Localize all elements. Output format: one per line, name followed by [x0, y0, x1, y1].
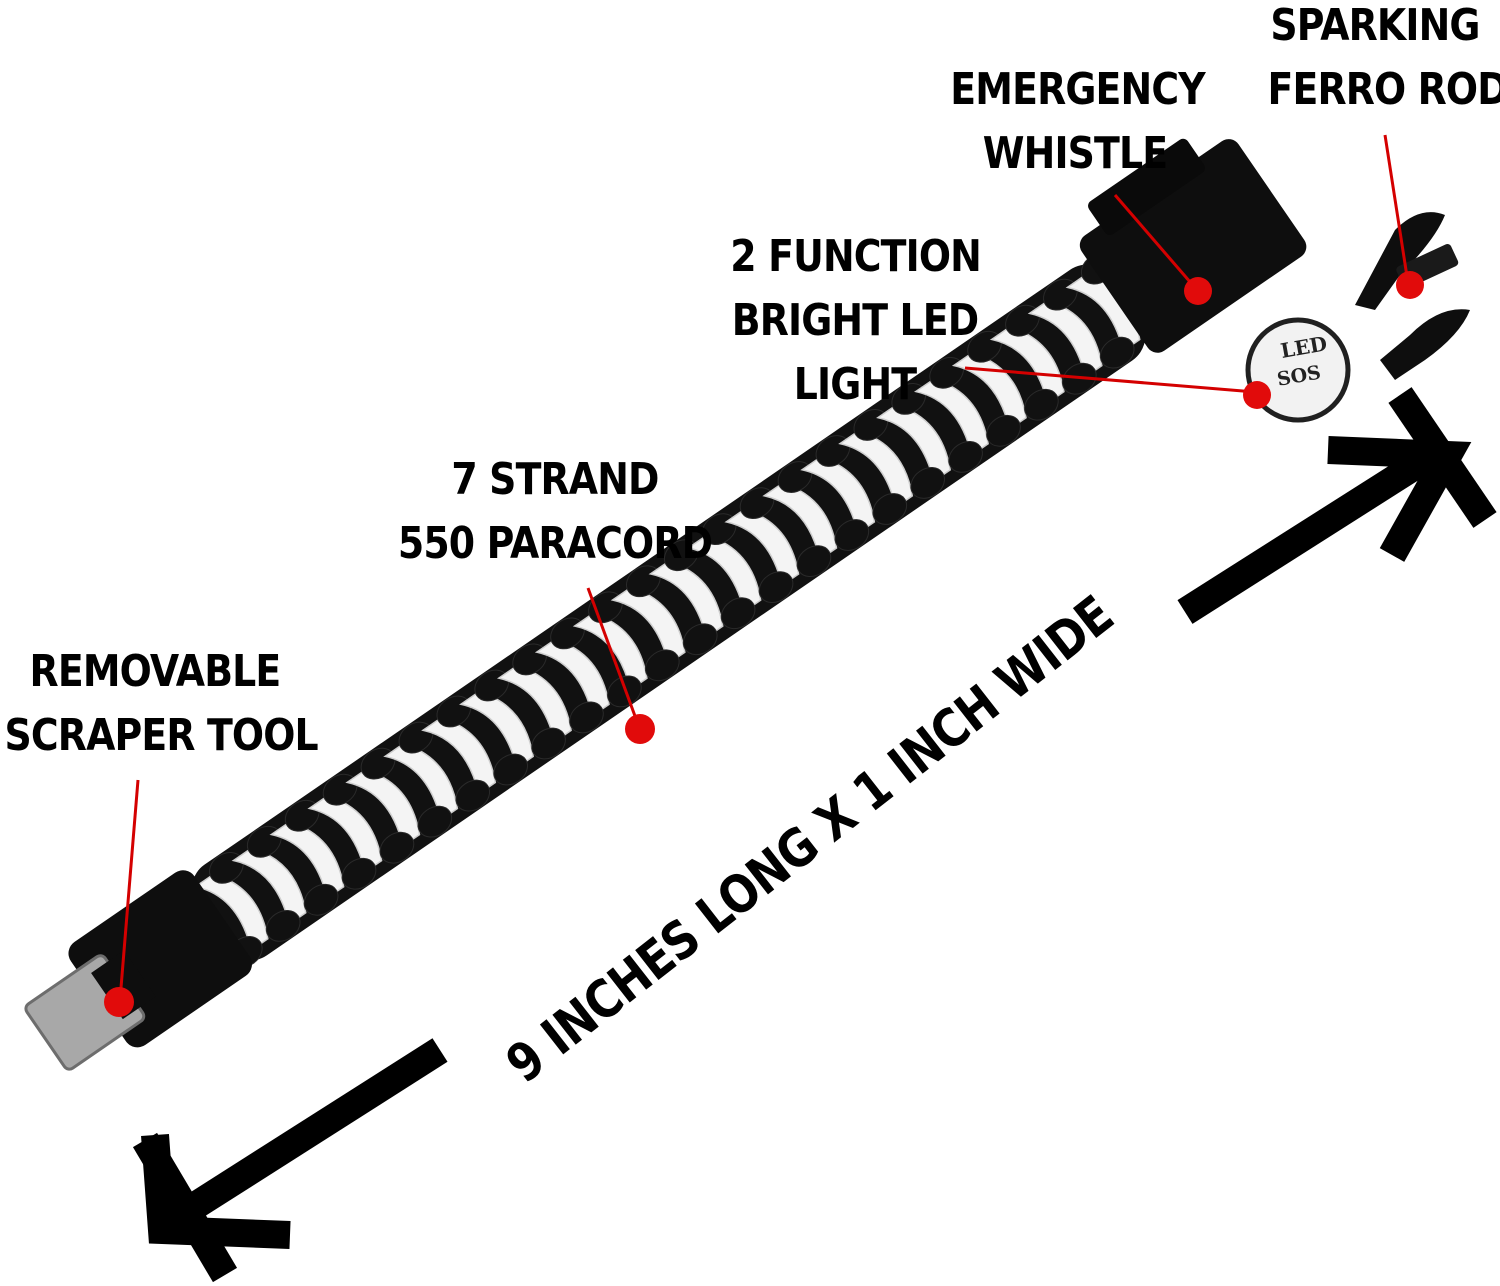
weave-white-strand	[496, 664, 572, 743]
weave-white-strand	[193, 873, 269, 952]
weave-white-strand	[913, 378, 989, 457]
label-led-light: 2 FUNCTION BRIGHT LED LIGHT	[730, 225, 982, 417]
leader-whistle	[1113, 194, 1199, 291]
weave-dark-knot	[986, 414, 1021, 447]
weave-dark-knot	[796, 545, 832, 577]
weave-dark-knot	[758, 571, 794, 604]
paracord-weave	[193, 252, 1141, 968]
label-line: LIGHT	[793, 359, 917, 410]
dot-ferro-rod	[1396, 271, 1424, 299]
weave-white-strand	[345, 769, 421, 848]
weave-white-strand	[383, 743, 459, 822]
buckle-right	[1079, 139, 1307, 353]
weave-white-strand	[686, 534, 762, 613]
leader-lines	[118, 134, 1410, 1001]
weave-dark-knot	[341, 857, 377, 890]
weave-dark-knot	[872, 493, 908, 525]
weave-dark-knot	[493, 753, 528, 786]
whistle-body	[1088, 138, 1205, 236]
label-line: 550 PARACORD	[397, 518, 713, 569]
weave-white-strand	[724, 508, 800, 587]
label-line: BRIGHT LED	[731, 295, 979, 346]
leader-scraper	[118, 779, 140, 1001]
weave-white-strand	[534, 638, 610, 717]
weave-dark-knot	[834, 519, 870, 551]
dimension-arrow-bottom-left	[132, 1038, 448, 1283]
weave-white-strand	[648, 560, 724, 639]
weave-dark-knot	[910, 467, 945, 499]
label-line: SPARKING	[1270, 0, 1480, 51]
weave-white-strand	[459, 690, 535, 770]
weave-white-strand	[876, 404, 952, 483]
label-paracord: 7 STRAND 550 PARACORD	[396, 448, 714, 576]
label-line: EMERGENCY	[950, 64, 1205, 115]
label-line: WHISTLE	[982, 128, 1168, 179]
bracelet: LED SOS	[24, 138, 1470, 1071]
weave-dark-knot	[644, 649, 680, 682]
weave-white-strand	[269, 821, 345, 900]
weave-dark-knot	[1099, 336, 1135, 369]
weave-dark-knot	[720, 597, 756, 630]
label-line: FERRO ROD	[1267, 64, 1500, 115]
weave-white-strand	[800, 456, 876, 535]
dot-scraper	[104, 987, 134, 1017]
dot-paracord	[625, 714, 655, 744]
weave-dark-knot	[265, 909, 301, 942]
weave-dark-knot	[948, 440, 983, 473]
led-module: LED SOS	[1245, 317, 1351, 423]
weave-white-strand	[421, 716, 497, 796]
weave-dark-knot	[303, 883, 339, 916]
weave-white-strand	[231, 847, 307, 926]
leader-led	[964, 366, 1256, 394]
weave-dark-knot	[1024, 388, 1059, 421]
dot-led	[1243, 381, 1271, 409]
label-sparking-ferro-rod: SPARKING FERRO ROD	[1267, 0, 1500, 122]
label-emergency-whistle: EMERGENCY WHISTLE	[950, 58, 1205, 186]
weave-white-strand	[951, 352, 1027, 431]
label-line: 2 FUNCTION	[730, 231, 982, 282]
scraper-slot	[91, 950, 156, 1020]
label-line: REMOVABLE	[29, 646, 282, 697]
weave-white-strand	[307, 795, 383, 874]
weave-white-strand	[762, 482, 838, 561]
weave-dark-knot	[531, 727, 566, 760]
weave-dark-knot	[417, 805, 453, 838]
weave-dark-knot	[569, 701, 604, 734]
label-scraper-tool: REMOVABLE SCRAPER TOOL	[4, 640, 319, 768]
leader-ferro-rod	[1383, 134, 1410, 284]
weave-white-strand	[1027, 300, 1103, 379]
weave-white-strand	[610, 586, 686, 665]
weave-white-strand	[572, 612, 648, 691]
callout-dots	[104, 271, 1424, 1017]
weave-white-strand	[989, 326, 1065, 405]
dimension-arrow-top-right	[1177, 387, 1497, 624]
weave-dark-knot	[682, 623, 718, 656]
weave-dark-knot	[379, 831, 415, 864]
dot-whistle	[1184, 277, 1212, 305]
label-line: SCRAPER TOOL	[4, 710, 319, 761]
label-line: 7 STRAND	[451, 454, 659, 505]
leader-paracord	[586, 587, 641, 728]
weave-white-strand	[838, 430, 914, 509]
weave-dark-knot	[455, 779, 491, 812]
